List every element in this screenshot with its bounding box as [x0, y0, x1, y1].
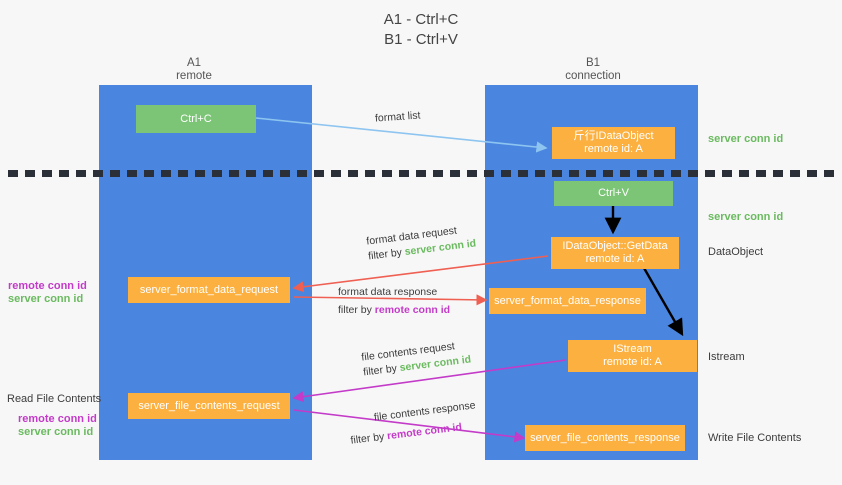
edge-file-contents-response — [293, 409, 526, 443]
node-idataobject[interactable]: ⽄⾏IDataObject remote id: A — [552, 127, 675, 159]
edge-file-contents-request — [292, 359, 567, 403]
column-header-a1: A1 remote — [114, 57, 274, 83]
filter-prefix: filter by — [367, 246, 406, 263]
filter-prefix: filter by — [362, 362, 401, 379]
edge-label-format-data-response-filter: filter by remote conn id — [338, 303, 450, 318]
edge-label-format-list: format list — [375, 108, 421, 126]
column-header-a1-name: A1 — [186, 57, 202, 69]
filter-prefix: filter by — [349, 430, 388, 447]
edge-label-format-data-response: format data response filter by remote co… — [338, 285, 450, 318]
column-header-b1-role: connection — [565, 70, 621, 82]
column-header-b1-name: B1 — [585, 57, 601, 69]
column-header-b1: B1 connection — [513, 57, 673, 83]
edge-getdata-to-istream — [642, 267, 684, 337]
edge-label-format-list-text: format list — [374, 109, 421, 125]
side-label-write-file-contents: Write File Contents — [708, 432, 802, 444]
node-server-format-data-response[interactable]: server_format_data_response — [489, 288, 646, 314]
node-ctrl-c[interactable]: Ctrl+C — [136, 105, 256, 133]
side-label-dataobject: DataObject — [708, 246, 764, 258]
node-ctrl-v[interactable]: Ctrl+V — [554, 181, 673, 206]
margin-label-server-conn-id-mid: server conn id — [8, 293, 84, 305]
side-label-server-conn-id-second: server conn id — [708, 211, 784, 223]
side-label-server-conn-id-top: server conn id — [708, 133, 784, 145]
diagram-title: A1 - Ctrl+C B1 - Ctrl+V — [383, 11, 459, 48]
filter-prefix: filter by — [338, 304, 375, 316]
column-header-a1-role: remote — [176, 70, 212, 82]
margin-label-remote-conn-id-mid: remote conn id — [8, 280, 87, 292]
margin-label-remote-conn-id-low: remote conn id — [18, 413, 97, 425]
node-server-file-contents-response[interactable]: server_file_contents_response — [525, 425, 685, 451]
node-server-format-data-request[interactable]: server_format_data_request — [128, 277, 290, 303]
edge-format-data-request — [292, 255, 549, 293]
edge-format-list — [255, 117, 548, 153]
edge-format-data-response — [293, 294, 488, 306]
margin-label-read-file-contents: Read File Contents — [7, 393, 102, 405]
side-label-istream: Istream — [708, 351, 745, 363]
filter-value: remote conn id — [374, 304, 451, 316]
phase-divider — [8, 170, 834, 177]
margin-label-server-conn-id-low: server conn id — [18, 426, 94, 438]
node-istream[interactable]: IStream remote id: A — [568, 340, 697, 372]
node-idataobject-getdata[interactable]: IDataObject::GetData remote id: A — [551, 237, 679, 269]
node-server-file-contents-request[interactable]: server_file_contents_request — [128, 393, 290, 419]
edge-label-format-data-response-title: format data response — [338, 286, 438, 298]
